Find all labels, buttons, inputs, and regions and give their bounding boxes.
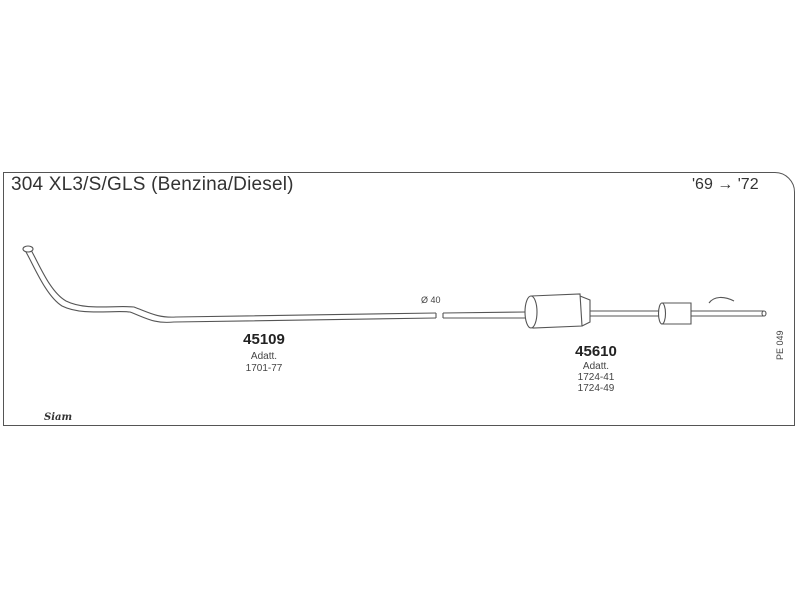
vehicle-title: 304 XL3/S/GLS (Benzina/Diesel) [11, 174, 294, 195]
part-number-45109: 45109 [243, 331, 285, 348]
diagram-code: PE 049 [775, 330, 785, 360]
adapt-label-45610: Adatt. [582, 361, 610, 372]
ref-1701-77: 1701-77 [245, 363, 283, 374]
rear-section-45610 [442, 293, 767, 329]
brand-logo: Siam [44, 412, 73, 423]
pipe-diameter-label: Ø 40 [421, 295, 441, 305]
ref-1724-41: 1724-41 [577, 372, 615, 383]
model-years: '69 → '72 [692, 176, 759, 193]
front-pipe-45109 [22, 245, 437, 323]
part-number-45610: 45610 [575, 343, 617, 360]
diagram-frame [3, 172, 795, 426]
ref-1724-49: 1724-49 [577, 383, 615, 394]
adapt-label-45109: Adatt. [250, 351, 278, 362]
